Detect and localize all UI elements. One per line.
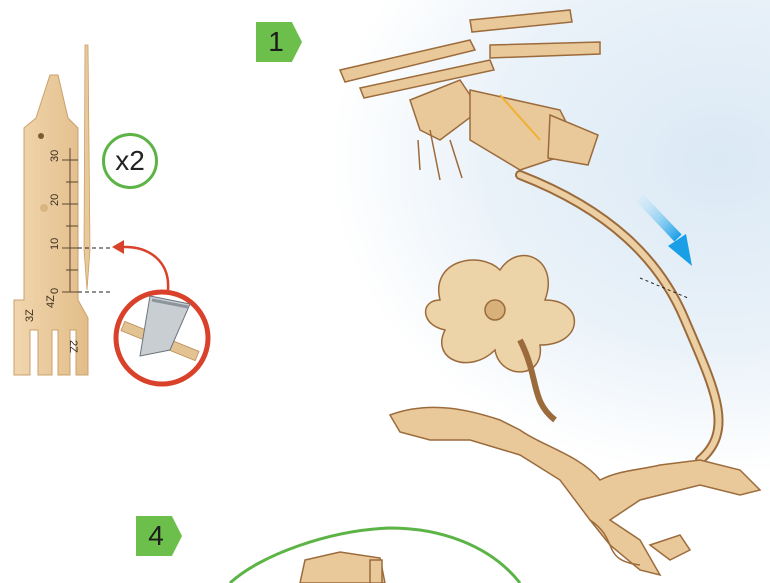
ruler-mark-20: 20 <box>49 194 61 206</box>
red-curved-arrow <box>122 247 168 290</box>
ruler-foot-label-3z: 3Z <box>24 309 36 322</box>
ruler-mark-30: 30 <box>49 150 61 162</box>
flower-model <box>426 256 575 372</box>
hummingbird-model <box>340 10 600 180</box>
ruler-foot-label-2z: 2Z <box>67 340 79 353</box>
red-arrow-head-icon <box>112 240 124 254</box>
cut-detail <box>116 292 208 384</box>
ruler-mark-10: 10 <box>49 238 61 250</box>
quantity-badge: x2 <box>102 133 158 189</box>
ruler-foot-label-4z: 4Z <box>45 295 57 308</box>
toothpick <box>84 45 90 290</box>
ruler-mark-0: 0 <box>49 288 61 294</box>
step-4-part-preview <box>300 552 385 583</box>
ruler-gauge: 10 20 30 0 3Z 4Z 2Z <box>14 75 88 375</box>
